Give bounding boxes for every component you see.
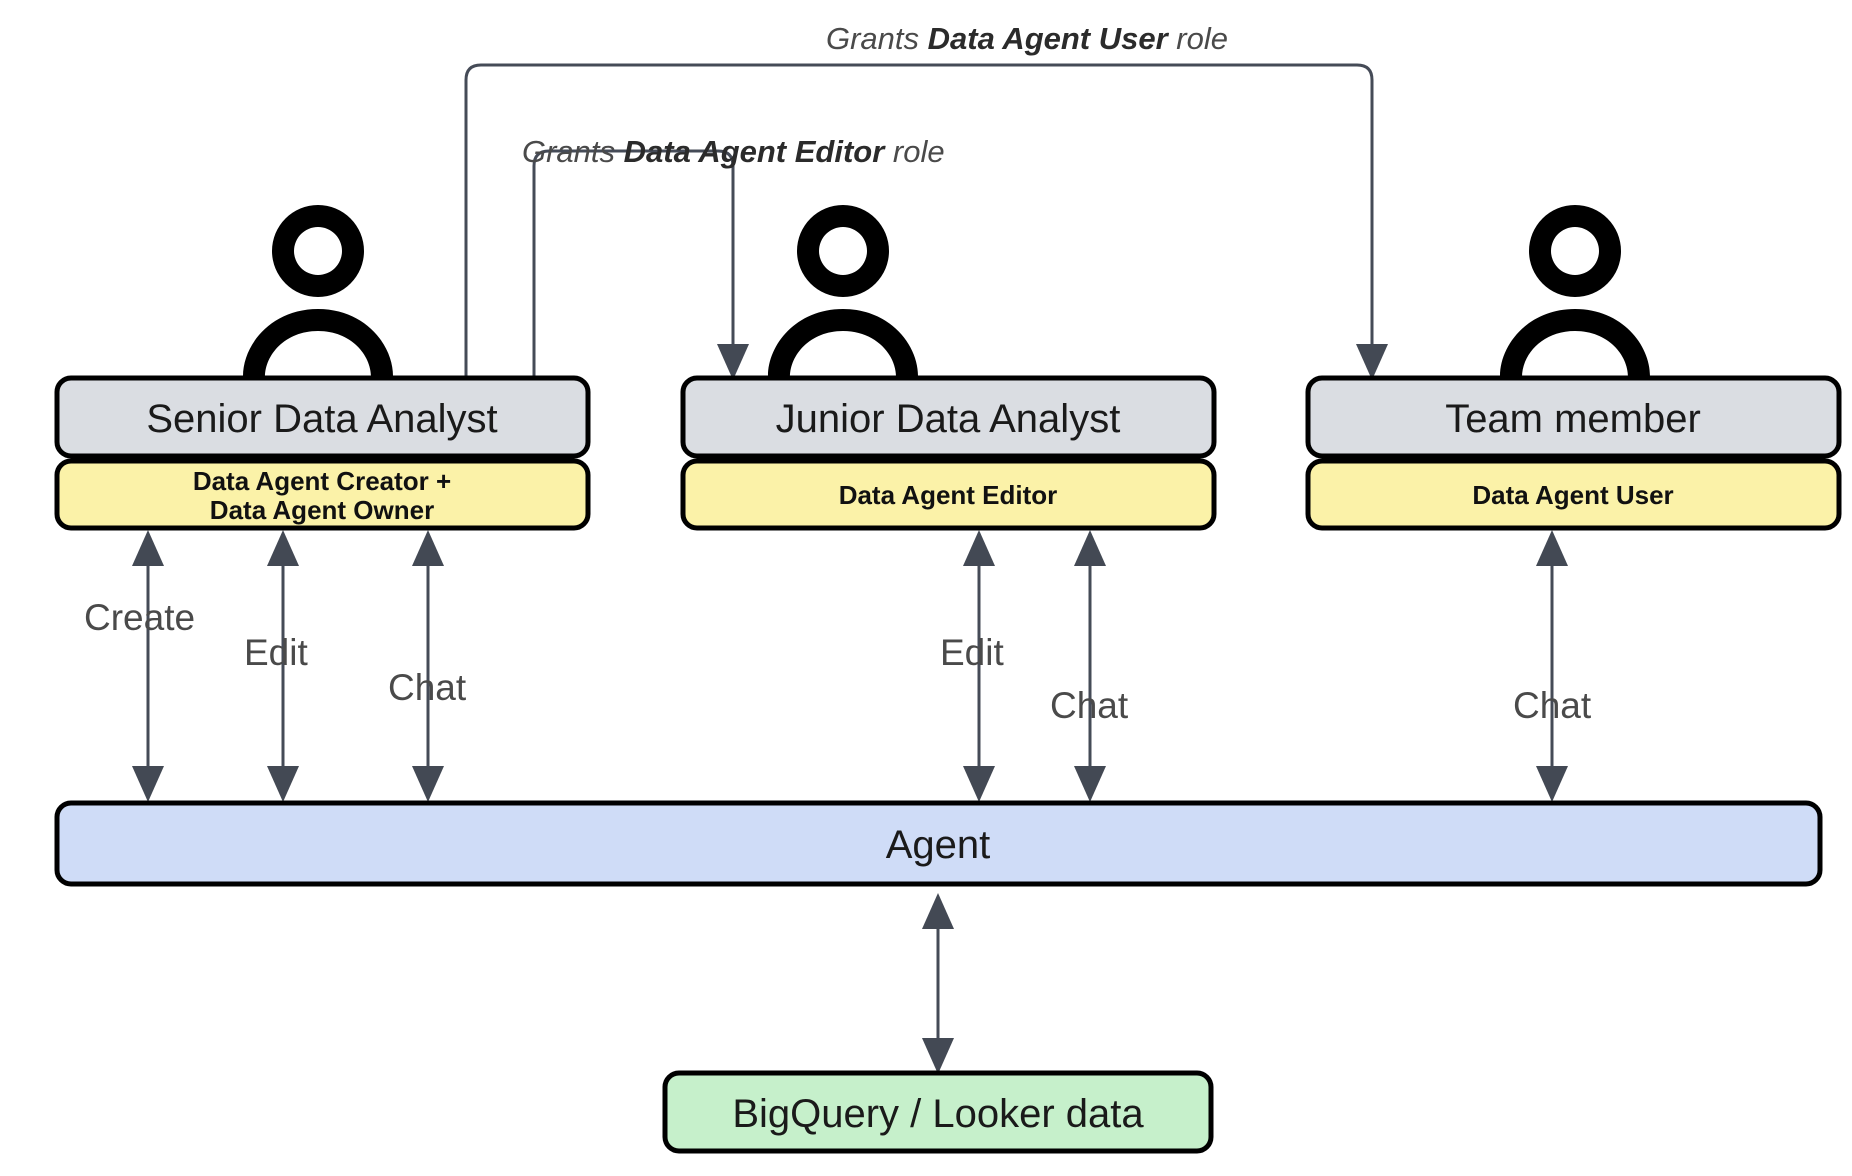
action-label-edit-junior: Edit	[940, 632, 1004, 673]
action-label-chat-team-member: Chat	[1513, 685, 1592, 726]
role-label-senior-line2: Data Agent Owner	[210, 495, 434, 525]
persona-card-junior-data-analyst[interactable]: Junior Data Analyst Data Agent Editor	[680, 375, 1217, 531]
data-source-label: BigQuery / Looker data	[732, 1092, 1144, 1136]
data-source-box[interactable]	[662, 1070, 1214, 1154]
action-arrow-chat-junior	[1074, 530, 1106, 802]
action-arrow-edit-senior	[267, 530, 299, 802]
agent-label: Agent	[886, 823, 991, 867]
action-label-chat-junior: Chat	[1050, 685, 1129, 726]
agent-box[interactable]	[54, 800, 1823, 887]
role-label-team-member: Data Agent User	[1472, 480, 1673, 510]
persona-card-team-member[interactable]: Team member Data Agent User	[1305, 375, 1842, 531]
action-arrow-chat-senior	[412, 530, 444, 802]
action-arrow-create	[132, 530, 164, 802]
person-icon-senior-data-analyst	[243, 205, 393, 401]
persona-name-box-senior-data-analyst[interactable]	[54, 375, 591, 459]
role-label-junior: Data Agent Editor	[839, 480, 1058, 510]
person-icon-team-member	[1500, 205, 1650, 401]
action-label-create: Create	[84, 597, 195, 638]
action-label-chat-senior: Chat	[388, 667, 467, 708]
role-box-junior-data-analyst[interactable]	[680, 458, 1217, 531]
connector-agent-to-data	[922, 893, 954, 1074]
persona-name-box-team-member[interactable]	[1305, 375, 1842, 459]
agent-node[interactable]: Agent	[54, 800, 1823, 887]
action-arrow-edit-junior	[963, 530, 995, 802]
persona-name-box-junior-data-analyst[interactable]	[680, 375, 1217, 459]
role-box-team-member[interactable]	[1305, 458, 1842, 531]
grant-label-data-agent-editor: Grants Data Agent Editor role	[522, 134, 945, 169]
persona-name-team-member: Team member	[1445, 397, 1701, 441]
persona-card-senior-data-analyst[interactable]: Senior Data Analyst Data Agent Creator +…	[54, 375, 591, 531]
data-source-node[interactable]: BigQuery / Looker data	[662, 1070, 1214, 1154]
grant-label-data-agent-user: Grants Data Agent User role	[826, 21, 1228, 56]
persona-name-junior-data-analyst: Junior Data Analyst	[776, 397, 1121, 441]
connector-grant-data-agent-editor	[532, 149, 749, 380]
role-box-senior-data-analyst[interactable]	[54, 458, 591, 531]
person-icon-junior-data-analyst	[768, 205, 918, 401]
action-label-edit-senior: Edit	[244, 632, 308, 673]
persona-name-senior-data-analyst: Senior Data Analyst	[146, 397, 497, 441]
action-arrow-chat-team-member	[1536, 530, 1568, 802]
connector-grant-data-agent-user	[464, 63, 1388, 380]
role-label-senior-line1: Data Agent Creator +	[193, 466, 451, 496]
